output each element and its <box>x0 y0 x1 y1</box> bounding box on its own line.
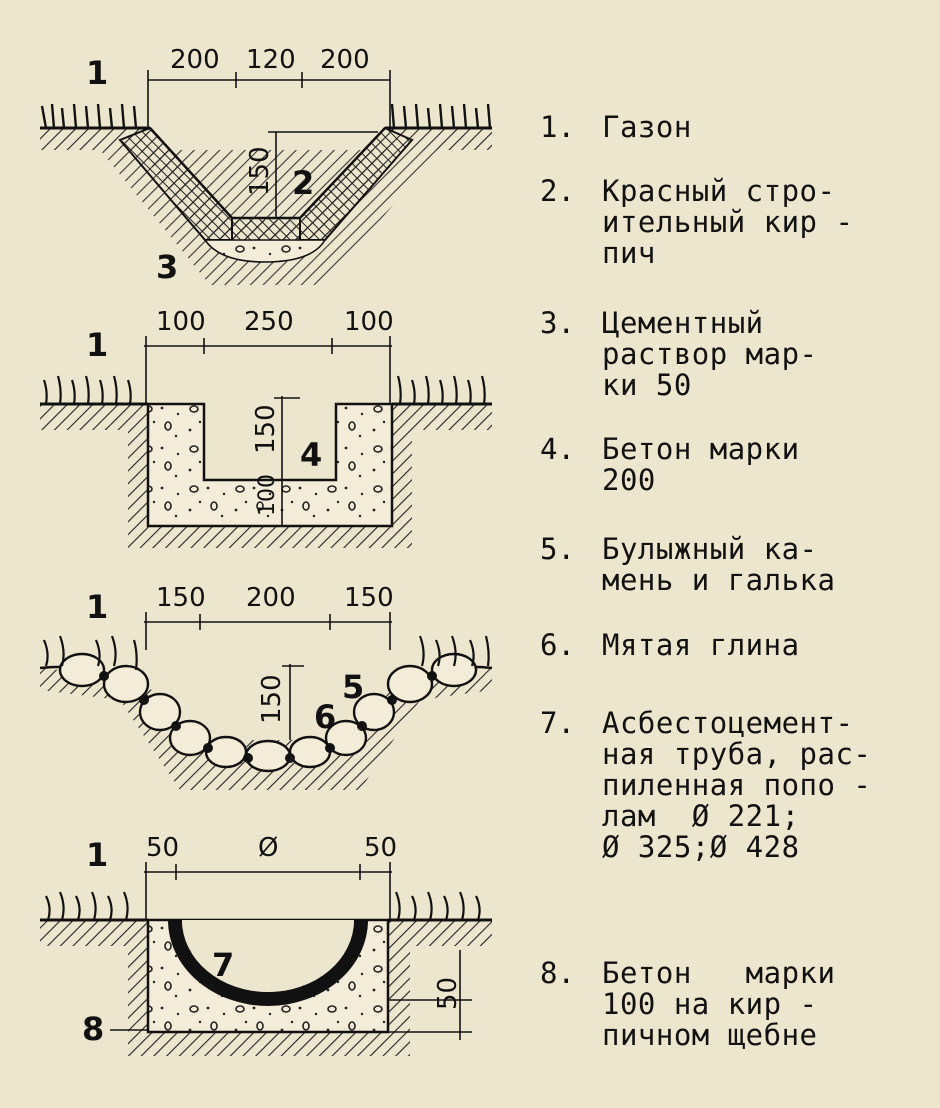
dim-label: 50 <box>433 977 463 1010</box>
legend-number: 7. <box>540 706 575 740</box>
legend-item: 3. Цементный раствор мар- ки 50 <box>540 308 930 401</box>
callout-label: 6 <box>314 698 336 736</box>
legend-text: Красный стро- ительный кир - пич <box>602 174 854 270</box>
callout-label: 5 <box>342 668 364 706</box>
legend-number: 5. <box>540 532 575 566</box>
legend-text: Асбестоцемент- ная труба, рас- пиленная … <box>602 706 872 864</box>
legend-item: 1. Газон <box>540 112 930 143</box>
dim-label: 200 <box>246 583 296 613</box>
legend-text: Бетон марки 100 на кир - пичном щебне <box>602 956 836 1052</box>
section-pipe-gutter: 50 Ø 50 50 1 7 8 <box>40 833 492 1056</box>
dim-label: 120 <box>246 45 296 75</box>
dim-label: 150 <box>344 583 394 613</box>
callout-label: 1 <box>86 836 108 874</box>
dim-label: 250 <box>244 307 294 337</box>
section-concrete-gutter: 100 250 100 150 100 1 4 <box>40 307 492 548</box>
dim-label: 150 <box>245 146 275 196</box>
dim-label: 100 <box>344 307 394 337</box>
legend-text: Мятая глина <box>602 628 800 662</box>
callout-label: 7 <box>212 946 234 984</box>
dim-label: 200 <box>320 45 370 75</box>
legend-text: Цементный раствор мар- ки 50 <box>602 306 818 402</box>
dim-label: 150 <box>251 404 281 454</box>
dim-label: 100 <box>156 307 206 337</box>
dim-label: 100 <box>255 474 280 516</box>
dim-label: 50 <box>146 833 179 863</box>
callout-label: 1 <box>86 54 108 92</box>
legend-number: 1. <box>540 110 575 144</box>
callout-label: 3 <box>156 248 178 286</box>
legend-number: 6. <box>540 628 575 662</box>
dim-label: 150 <box>257 674 287 724</box>
legend-number: 2. <box>540 174 575 208</box>
legend-item: 4. Бетон марки 200 <box>540 434 930 496</box>
legend-number: 4. <box>540 432 575 466</box>
legend-item: 5. Булыжный ка- мень и галька <box>540 534 930 596</box>
callout-label: 2 <box>292 164 314 202</box>
dim-label: 50 <box>364 833 397 863</box>
callout-label: 8 <box>82 1010 104 1048</box>
legend-number: 8. <box>540 956 575 990</box>
dim-label: Ø <box>258 833 278 863</box>
callout-label: 4 <box>300 436 322 474</box>
callout-label: 1 <box>86 588 108 626</box>
dim-label: 200 <box>170 45 220 75</box>
section-brick-gutter: 200 120 200 150 1 2 3 <box>40 45 492 286</box>
section-cobble-gutter: 150 200 150 150 1 5 6 <box>39 583 493 790</box>
legend-item: 7. Асбестоцемент- ная труба, рас- пиленн… <box>540 708 930 863</box>
legend-item: 6. Мятая глина <box>540 630 930 661</box>
legend-number: 3. <box>540 306 575 340</box>
legend-text: Газон <box>602 110 692 144</box>
legend-text: Булыжный ка- мень и галька <box>602 532 836 597</box>
callout-label: 1 <box>86 326 108 364</box>
legend-item: 8. Бетон марки 100 на кир - пичном щебне <box>540 958 930 1051</box>
legend-text: Бетон марки 200 <box>602 432 800 497</box>
legend-item: 2. Красный стро- ительный кир - пич <box>540 176 930 269</box>
dim-label: 150 <box>156 583 206 613</box>
